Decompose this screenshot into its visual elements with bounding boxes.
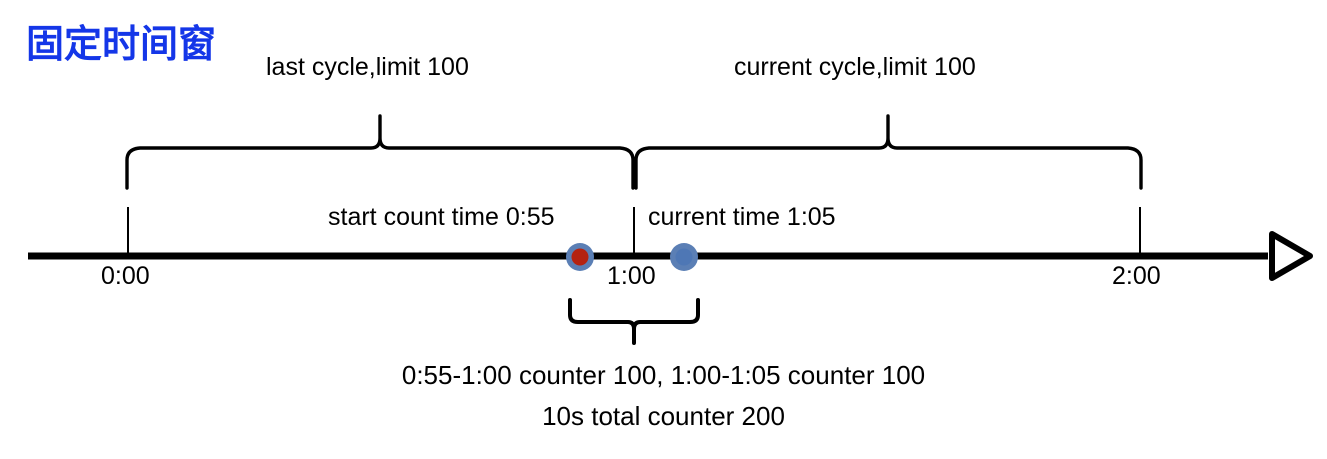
axis-tick-label-0-00: 0:00 [101, 262, 150, 290]
label-last-cycle: last cycle,limit 100 [266, 53, 469, 81]
caption-total-counter: 10s total counter 200 [542, 401, 785, 431]
page-title: 固定时间窗 [26, 24, 217, 66]
label-current-time: current time 1:05 [648, 203, 836, 231]
axis-tick-label-2-00: 2:00 [1112, 262, 1161, 290]
start-dot-core [571, 248, 589, 266]
axis-tick-marks [127, 207, 1141, 254]
timeline-axis [28, 231, 1313, 281]
current-dot-core [675, 248, 693, 266]
brace-current-cycle [634, 114, 1143, 190]
axis-tick-label-1-00: 1:00 [607, 262, 656, 290]
brace-counter-span [568, 298, 700, 345]
brace-last-cycle [125, 114, 635, 190]
caption-counter-breakdown: 0:55-1:00 counter 100, 1:00-1:05 counter… [401, 360, 926, 390]
axis-arrow-icon [1269, 231, 1313, 281]
marker-current-time-dot [670, 243, 698, 271]
marker-start-count-dot [566, 243, 594, 271]
label-start-count-time: start count time 0:55 [328, 203, 555, 231]
label-current-cycle: current cycle,limit 100 [734, 53, 976, 81]
